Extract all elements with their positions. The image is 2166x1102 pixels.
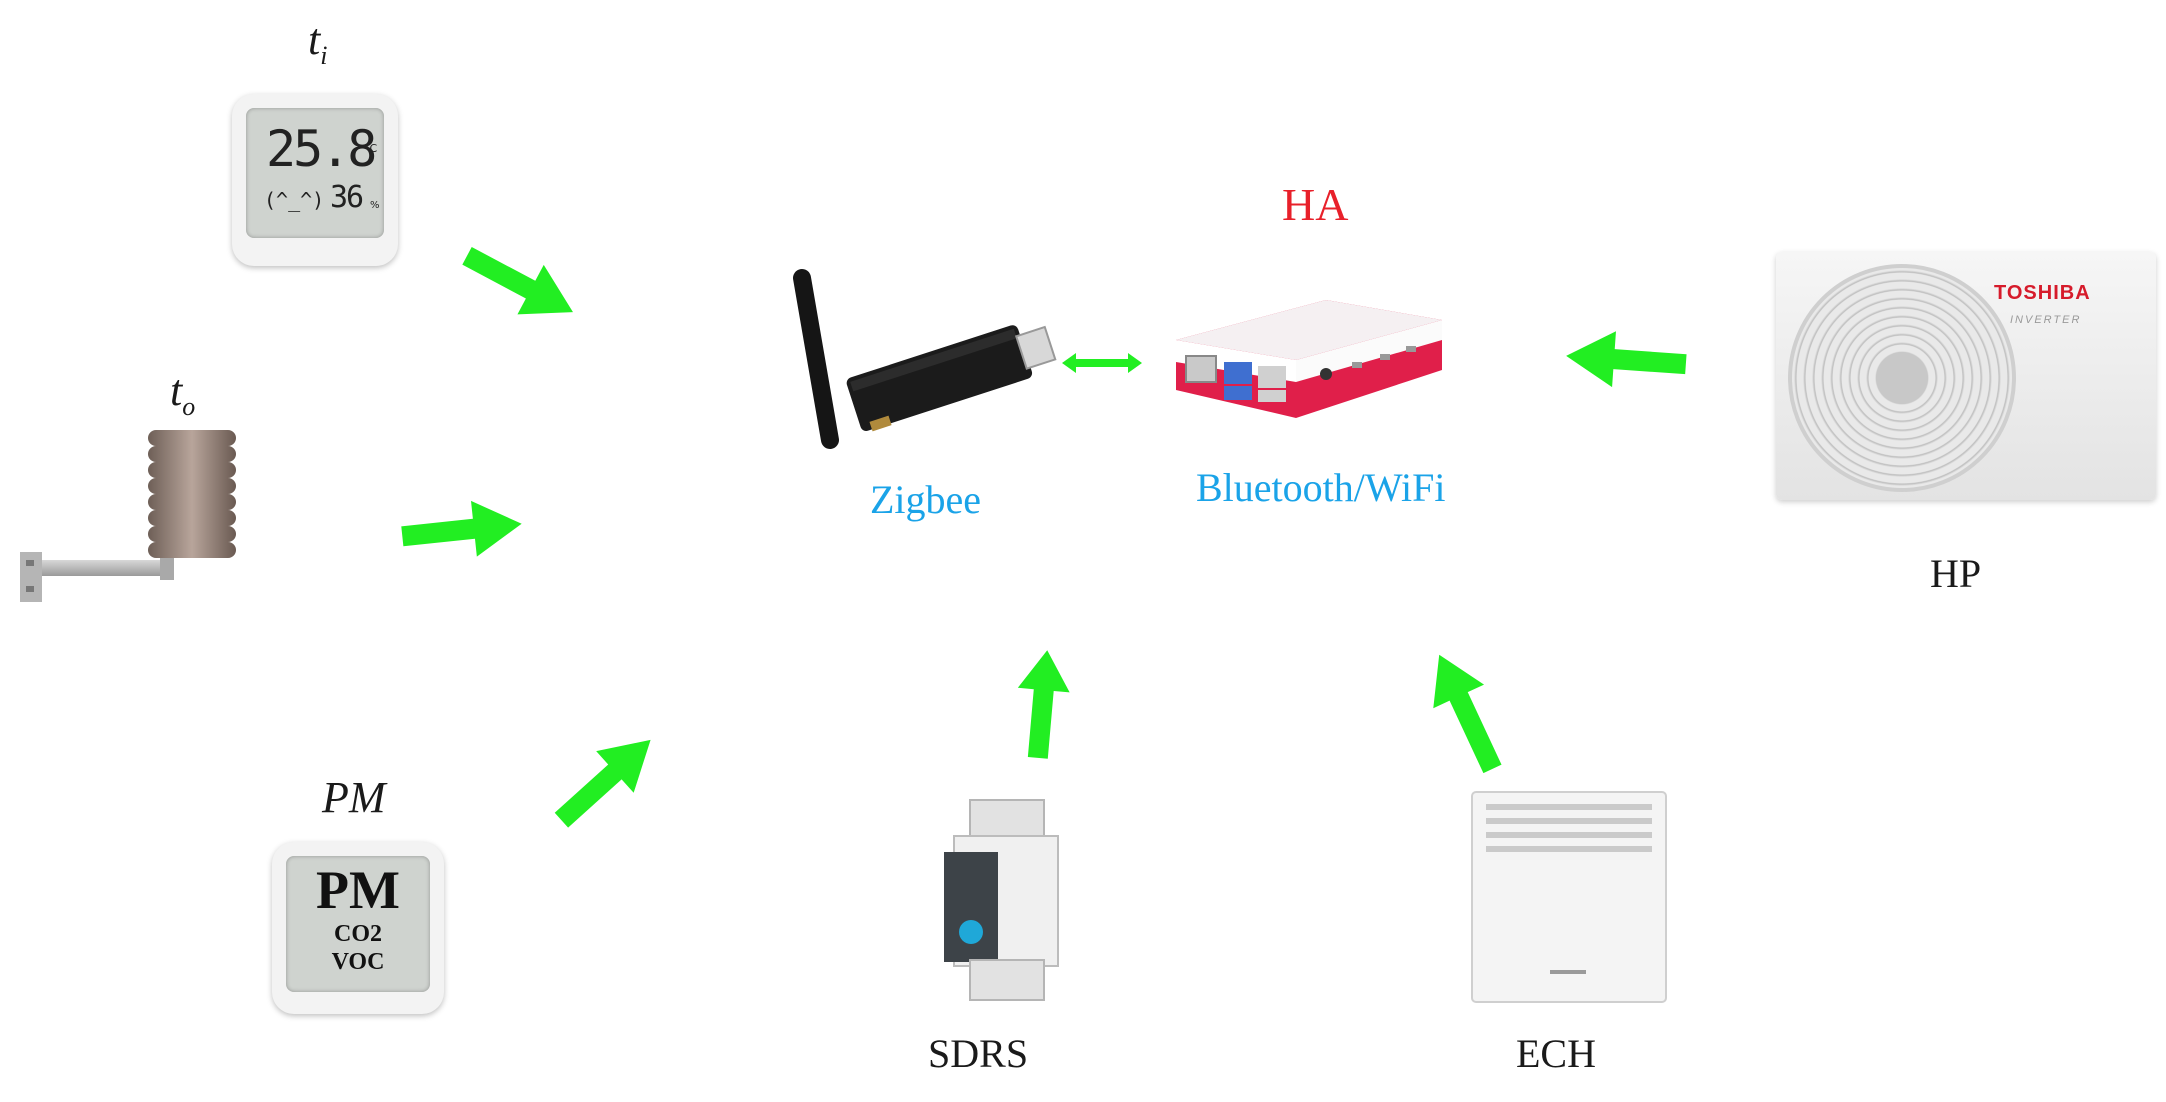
pm-sensor: PM CO2 VOC bbox=[272, 842, 444, 1014]
zigbee-dongle bbox=[793, 269, 1057, 449]
pm-sensor-arrow bbox=[554, 739, 651, 828]
heat-pump-model: INVERTER bbox=[2010, 314, 2082, 326]
heat-pump-fan-grille bbox=[1788, 264, 2016, 492]
outdoor-temperature-symbol: t bbox=[170, 366, 183, 415]
pm-sensor-line-pm: PM bbox=[316, 860, 400, 920]
indoor-temperature-subscript: i bbox=[320, 40, 328, 70]
indoor-thermometer-face: (^_^) bbox=[264, 188, 325, 212]
smart-relay-label: SDRS bbox=[928, 1031, 1029, 1076]
zigbee-label: Zigbee bbox=[870, 477, 982, 522]
outdoor-temperature-label: to bbox=[170, 365, 195, 422]
indoor-thermometer-humidity: 36 bbox=[330, 180, 364, 215]
indoor-thermometer-temp-unit: °C bbox=[364, 142, 378, 155]
heat-pump-brand: TOSHIBA bbox=[1994, 282, 2091, 304]
outdoor-sensor-shield bbox=[20, 430, 236, 602]
indoor-thermometer-temp: 25.8 bbox=[266, 120, 377, 178]
heat-pump-label: HP bbox=[1930, 551, 1982, 596]
outdoor-sensor-arrow bbox=[401, 500, 522, 557]
hub-label: HA bbox=[1282, 179, 1349, 230]
smart-relay-switch bbox=[944, 799, 1059, 1001]
indoor-thermometer-arrow bbox=[462, 247, 573, 315]
heat-pump-unit: TOSHIBA INVERTER bbox=[1776, 252, 2156, 500]
bluetooth-wifi-label: Bluetooth/WiFi bbox=[1196, 465, 1446, 510]
indoor-temperature-symbol: t bbox=[308, 15, 321, 64]
pm-sensor-line-co2: CO2 bbox=[334, 921, 382, 947]
heat-pump-arrow bbox=[1566, 331, 1687, 388]
indoor-thermometer-humidity-unit: % bbox=[370, 200, 380, 211]
outdoor-temperature-subscript: o bbox=[182, 391, 196, 421]
indoor-temperature-label: ti bbox=[308, 14, 327, 71]
pm-sensor-label: PM bbox=[322, 773, 386, 822]
indoor-thermometer-screen: 25.8 °C (^_^) 36 % bbox=[246, 108, 384, 238]
electric-heater-label: ECH bbox=[1516, 1031, 1596, 1076]
pm-sensor-line-voc: VOC bbox=[331, 949, 385, 975]
electric-heater-arrow bbox=[1433, 654, 1502, 774]
pm-sensor-screen: PM CO2 VOC bbox=[286, 856, 430, 992]
dongle-hub-link-arrow bbox=[1062, 353, 1142, 373]
smart-relay-arrow bbox=[1017, 650, 1070, 759]
home-assistant-hub bbox=[1176, 300, 1442, 418]
electric-convector-heater bbox=[1471, 791, 1667, 1003]
indoor-thermometer: 25.8 °C (^_^) 36 % bbox=[232, 94, 398, 266]
